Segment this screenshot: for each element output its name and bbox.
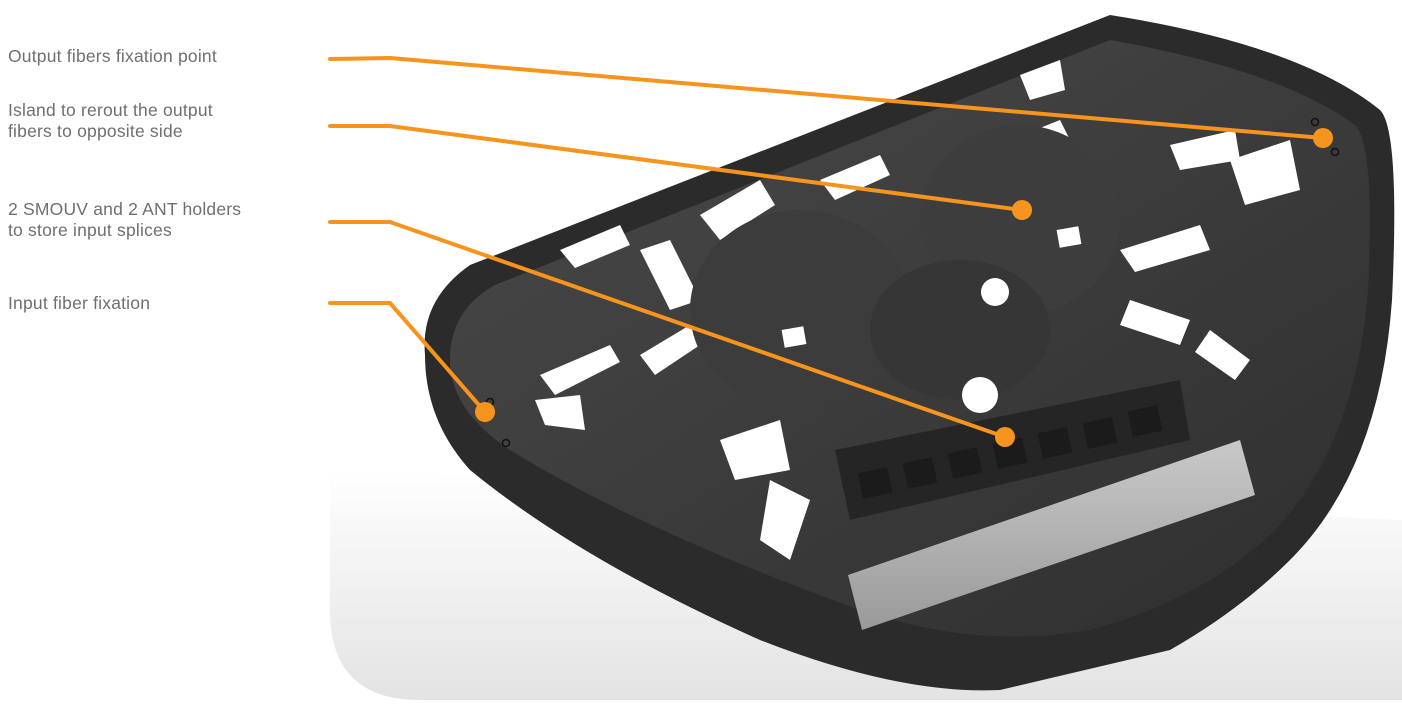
callout-dot-output-fixation bbox=[1313, 128, 1333, 148]
callout-dot-holders bbox=[995, 427, 1015, 447]
island-center bbox=[870, 260, 1050, 400]
callout-dot-island bbox=[1012, 200, 1032, 220]
callout-dot-input-fixation bbox=[475, 402, 495, 422]
callout-label-output-fibers-fixation-point: Output fibers fixation point bbox=[8, 46, 308, 67]
callout-label-smouv-ant-holders: 2 SMOUV and 2 ANT holders to store input… bbox=[8, 199, 308, 241]
callout-label-input-fiber-fixation: Input fiber fixation bbox=[8, 293, 308, 314]
callout-label-island-reroute: Island to rerout the output fibers to op… bbox=[8, 100, 308, 142]
